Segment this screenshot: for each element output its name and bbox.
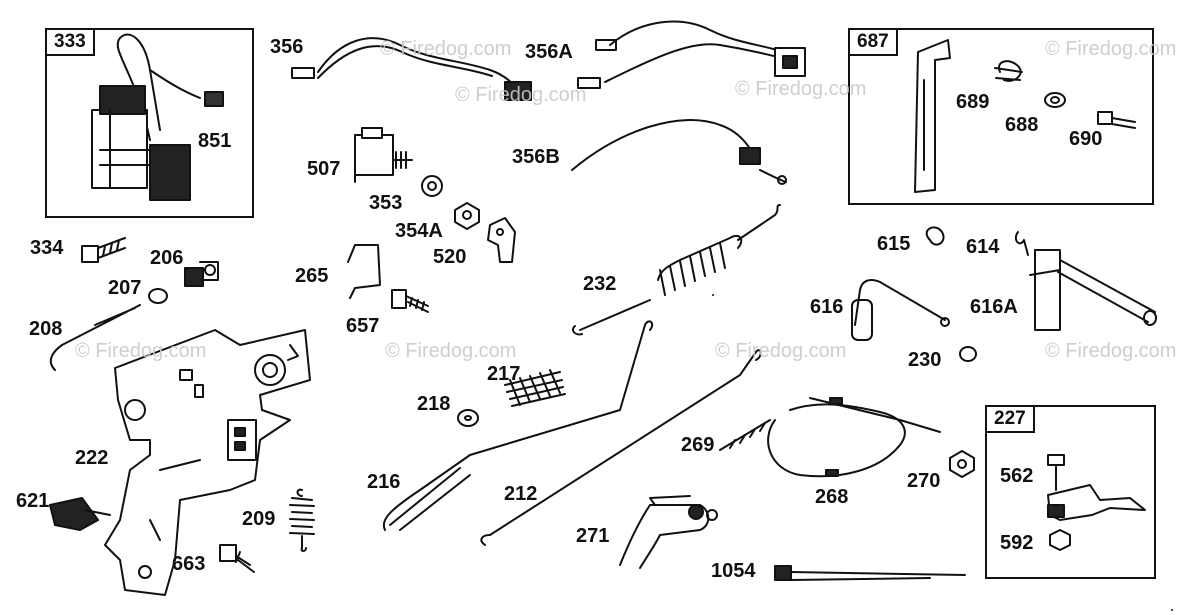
ring-207	[148, 288, 168, 304]
part-label-615: 615	[877, 233, 911, 255]
part-label-562: 562	[1000, 465, 1034, 487]
bracket-520	[487, 217, 516, 263]
part-label-269: 269	[681, 434, 715, 456]
nut-354a	[454, 202, 480, 230]
part-label-689: 689	[956, 91, 990, 113]
switch-507-illustration	[354, 127, 413, 183]
part-label-222: 222	[75, 447, 109, 469]
inset-box-687: 687	[848, 28, 1154, 205]
bolt-334-illustration	[81, 237, 126, 263]
washer-230	[959, 346, 977, 362]
rod-616-illustration	[851, 279, 950, 341]
watermark: © Firedog.com	[455, 84, 587, 106]
lever-271-illustration	[619, 495, 718, 569]
inset-box-333: 333	[45, 28, 254, 218]
washer-218	[457, 409, 479, 427]
watermark: © Firedog.com	[1045, 38, 1177, 60]
cable-tie-1054-illustration	[774, 565, 966, 581]
part-label-270: 270	[907, 470, 941, 492]
nut-270	[949, 450, 975, 478]
part-label-592: 592	[1000, 532, 1034, 554]
part-label-356b: 356B	[512, 146, 560, 168]
part-label-265: 265	[295, 265, 329, 287]
part-label-271: 271	[576, 525, 610, 547]
part-label-616a: 616A	[970, 296, 1018, 318]
box-tag-333: 333	[45, 28, 95, 56]
part-label-851: 851	[198, 130, 232, 152]
part-label-209: 209	[242, 508, 276, 530]
wire-harness-356-illustration	[291, 37, 532, 101]
shaft-616a-illustration	[1029, 249, 1157, 331]
part-label-690: 690	[1069, 128, 1103, 150]
part-label-218: 218	[417, 393, 451, 415]
pin-614	[1014, 231, 1029, 256]
part-label-688: 688	[1005, 114, 1039, 136]
screw-657-illustration	[391, 289, 429, 313]
part-label-356: 356	[270, 36, 304, 58]
control-plate-222-illustration	[104, 329, 311, 596]
part-label-507: 507	[307, 158, 341, 180]
wire-lead-356b-illustration	[571, 119, 787, 185]
clip-621-illustration	[49, 497, 111, 531]
linkage-216	[382, 320, 654, 531]
rod-212	[480, 349, 762, 546]
lockwasher-353	[421, 175, 443, 197]
fitting-206-illustration	[184, 261, 219, 287]
screw-663-illustration	[219, 544, 255, 573]
part-label-621: 621	[16, 490, 50, 512]
part-label-520: 520	[433, 246, 467, 268]
part-label-208: 208	[29, 318, 63, 340]
watermark: © Firedog.com	[715, 340, 847, 362]
watermark: © Firedog.com	[735, 78, 867, 100]
part-label-216: 216	[367, 471, 401, 493]
wire-harness-356a-illustration	[577, 20, 806, 89]
clip-265	[347, 244, 381, 299]
part-label-616: 616	[810, 296, 844, 318]
part-label-334: 334	[30, 237, 64, 259]
part-label-614: 614	[966, 236, 1000, 258]
watermark: © Firedog.com	[380, 38, 512, 60]
part-label-657: 657	[346, 315, 380, 337]
spring-232-illustration	[572, 204, 781, 336]
part-label-232: 232	[583, 273, 617, 295]
part-label-206: 206	[150, 247, 184, 269]
part-label-663: 663	[172, 553, 206, 575]
rod-208	[49, 304, 141, 371]
watermark: © Firedog.com	[75, 340, 207, 362]
spring-209-illustration	[289, 488, 315, 552]
part-label-268: 268	[815, 486, 849, 508]
part-label-207: 207	[108, 277, 142, 299]
clip-615	[925, 226, 945, 246]
cable-268-illustration	[719, 397, 941, 478]
part-label-217: 217	[487, 363, 521, 385]
spring-217-illustration	[504, 369, 566, 407]
box-tag-227: 227	[985, 405, 1035, 433]
part-label-1054: 1054	[711, 560, 756, 582]
part-label-230: 230	[908, 349, 942, 371]
watermark: © Firedog.com	[1045, 340, 1177, 362]
part-label-356a: 356A	[525, 41, 573, 63]
watermark: © Firedog.com	[385, 340, 517, 362]
part-label-354a: 354A	[395, 220, 443, 242]
part-label-353: 353	[369, 192, 403, 214]
box-tag-687: 687	[848, 28, 898, 56]
part-label-212: 212	[504, 483, 538, 505]
inset-box-227: 227	[985, 405, 1156, 579]
